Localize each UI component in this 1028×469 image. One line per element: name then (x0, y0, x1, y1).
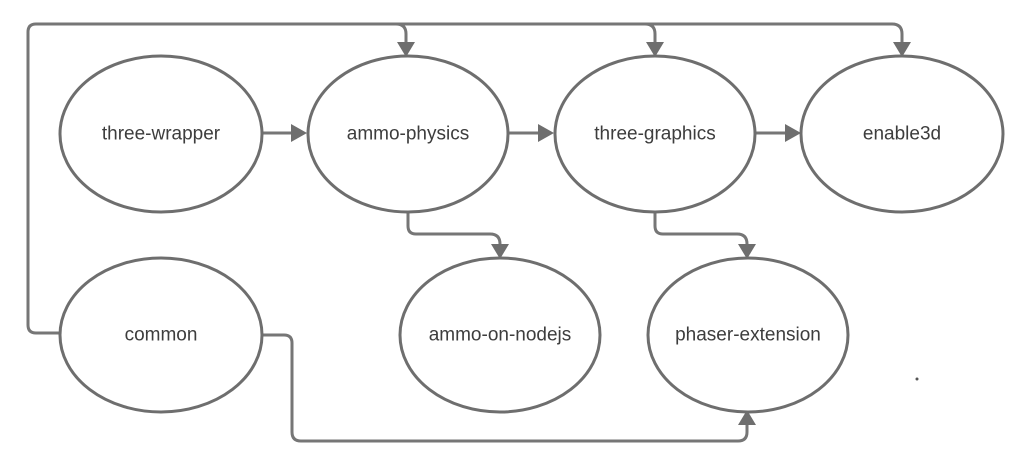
node-three-wrapper-label: three-wrapper (102, 124, 221, 145)
edge-ammo-physics-ammo-on-nodejs (406, 210, 502, 248)
stray-dot (915, 377, 919, 381)
arrowhead-enable3d-left (785, 124, 801, 142)
arrowhead-ammo-physics-left (291, 124, 307, 142)
node-enable3d[interactable]: enable3d (799, 54, 1005, 214)
arrowhead-phaser-extension-bottom (738, 410, 756, 425)
arrowhead-ammo-physics-top (397, 42, 415, 57)
arrowhead-ammo-on-nodejs-top (491, 244, 509, 259)
node-three-graphics[interactable]: three-graphics (553, 54, 757, 214)
arrowhead-enable3d-top (893, 42, 911, 57)
node-ammo-on-nodejs-label: ammo-on-nodejs (429, 325, 572, 346)
node-ammo-physics[interactable]: ammo-physics (306, 54, 510, 214)
node-phaser-extension[interactable]: phaser-extension (646, 256, 850, 414)
node-ammo-on-nodejs[interactable]: ammo-on-nodejs (398, 256, 602, 414)
node-enable3d-label: enable3d (863, 124, 941, 145)
node-three-graphics-label: three-graphics (594, 124, 715, 145)
edge-bus-to-three-graphics (643, 22, 657, 46)
edge-three-graphics-phaser-extension (653, 210, 749, 248)
edge-bus-to-ammo-physics (394, 22, 408, 46)
arrowhead-three-graphics-top (646, 42, 664, 57)
node-phaser-extension-label: phaser-extension (675, 325, 821, 346)
node-three-wrapper[interactable]: three-wrapper (58, 54, 264, 214)
node-ammo-physics-label: ammo-physics (347, 124, 469, 145)
node-common[interactable]: common (58, 256, 264, 414)
arrowhead-phaser-extension-top (738, 244, 756, 259)
edge-common-phaser-extension (260, 333, 749, 443)
node-common-label: common (125, 325, 198, 346)
edge-common-top-bus (26, 22, 904, 335)
arrowhead-three-graphics-left (538, 124, 554, 142)
